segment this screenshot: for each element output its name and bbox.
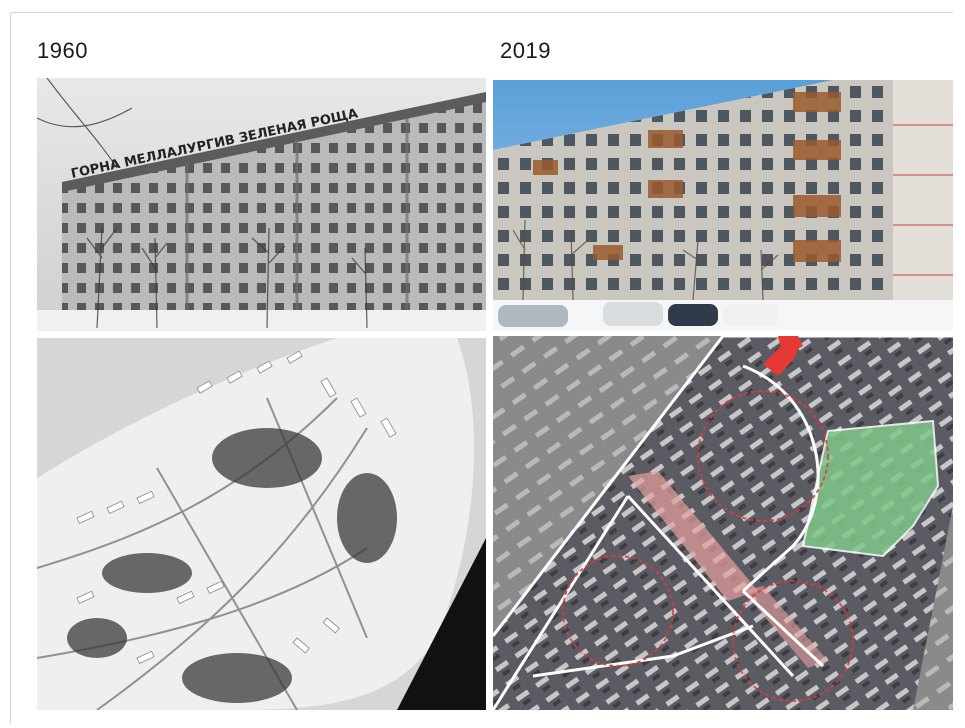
year-label-2019: 2019 bbox=[500, 38, 551, 63]
year-label-1960: 1960 bbox=[37, 38, 88, 63]
image-frame bbox=[10, 12, 953, 724]
satellite-2019-map bbox=[493, 336, 953, 710]
photo-2019-building bbox=[493, 80, 953, 330]
plan-1960-model bbox=[37, 338, 486, 710]
photo-1960-building: ГОРНА МЕЛЛАЛУРГИВ ЗЕЛЕНАЯ РОЩА bbox=[37, 78, 486, 331]
